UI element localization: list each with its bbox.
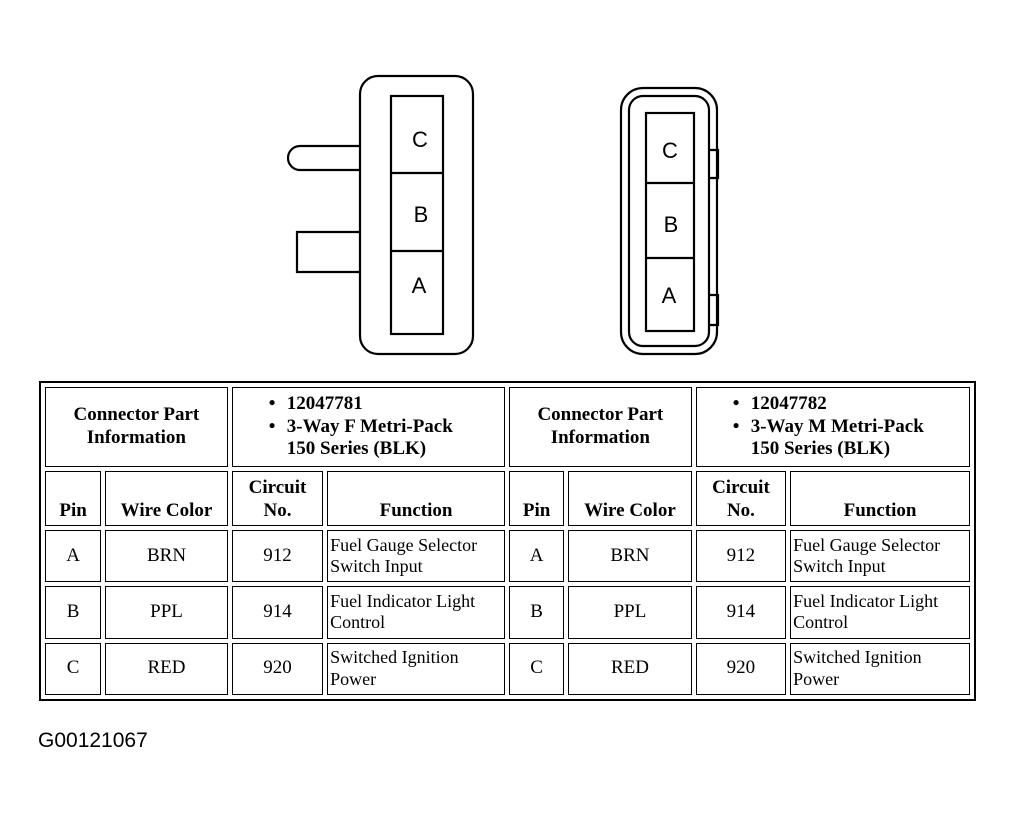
right-circuit-cell: 914	[695, 586, 787, 639]
male-pin-a-label: A	[662, 283, 677, 308]
column-header-row: Pin Wire Color Circuit No. Function Pin …	[45, 471, 970, 526]
left-circuit-header: Circuit No.	[231, 471, 324, 526]
table-row: C RED 920 Switched Ignition Power C RED …	[45, 642, 970, 695]
right-pin-cell: B	[508, 586, 565, 639]
right-function-header: Function	[790, 471, 970, 526]
right-pin-cell: A	[508, 530, 565, 583]
left-pin-cell: C	[45, 642, 102, 695]
right-circuit-cell: 912	[695, 530, 787, 583]
left-pin-cell: A	[45, 530, 102, 583]
left-pin-header: Pin	[45, 471, 102, 526]
right-wire-color-cell: RED	[568, 642, 692, 695]
left-function-header: Function	[327, 471, 505, 526]
male-pin-b-label: B	[664, 212, 679, 237]
right-circuit-cell: 920	[695, 642, 787, 695]
right-circuit-header: Circuit No.	[695, 471, 787, 526]
right-part-series: 150 Series (BLK)	[750, 438, 891, 460]
right-part-type: 3-Way M Metri-Pack	[727, 416, 967, 439]
left-circuit-cell: 920	[231, 642, 324, 695]
right-function-cell: Fuel Gauge Selector Switch Input	[790, 530, 970, 583]
left-connector-part-info: 12047781 3-Way F Metri-Pack 150 Series (…	[231, 387, 505, 467]
connector-pinout-table: Connector Part Information 12047781 3-Wa…	[39, 381, 976, 701]
left-wire-color-header: Wire Color	[105, 471, 228, 526]
right-connector-info-label: Connector Part Information	[508, 387, 692, 467]
left-connector-info-label: Connector Part Information	[45, 387, 228, 467]
part-info-row: Connector Part Information 12047781 3-Wa…	[45, 387, 970, 467]
right-function-cell: Fuel Indicator Light Control	[790, 586, 970, 639]
female-pin-b-label: B	[414, 202, 429, 227]
left-circuit-cell: 914	[231, 586, 324, 639]
right-function-cell: Switched Ignition Power	[790, 642, 970, 695]
left-wire-color-cell: PPL	[105, 586, 228, 639]
table-row: B PPL 914 Fuel Indicator Light Control B…	[45, 586, 970, 639]
female-connector-drawing	[286, 74, 475, 356]
left-function-cell: Fuel Indicator Light Control	[327, 586, 505, 639]
right-part-number: 12047782	[727, 393, 967, 416]
figure-id-label: G00121067	[38, 729, 148, 752]
female-pin-c-label: C	[412, 127, 428, 152]
right-wire-color-cell: PPL	[568, 586, 692, 639]
right-wire-color-cell: BRN	[568, 530, 692, 583]
female-pin-a-label: A	[412, 273, 427, 298]
male-pin-c-label: C	[662, 138, 678, 163]
right-connector-part-info: 12047782 3-Way M Metri-Pack 150 Series (…	[695, 387, 970, 467]
left-wire-color-cell: BRN	[105, 530, 228, 583]
left-part-type: 3-Way F Metri-Pack	[263, 416, 502, 439]
left-part-series: 150 Series (BLK)	[286, 438, 427, 460]
left-pin-cell: B	[45, 586, 102, 639]
left-circuit-cell: 912	[231, 530, 324, 583]
connector-drawings: C B A C B A	[286, 74, 720, 356]
left-function-cell: Fuel Gauge Selector Switch Input	[327, 530, 505, 583]
male-connector-drawing	[619, 86, 720, 356]
right-wire-color-header: Wire Color	[568, 471, 692, 526]
left-wire-color-cell: RED	[105, 642, 228, 695]
right-pin-cell: C	[508, 642, 565, 695]
table-row: A BRN 912 Fuel Gauge Selector Switch Inp…	[45, 530, 970, 583]
right-pin-header: Pin	[508, 471, 565, 526]
left-function-cell: Switched Ignition Power	[327, 642, 505, 695]
left-part-number: 12047781	[263, 393, 502, 416]
